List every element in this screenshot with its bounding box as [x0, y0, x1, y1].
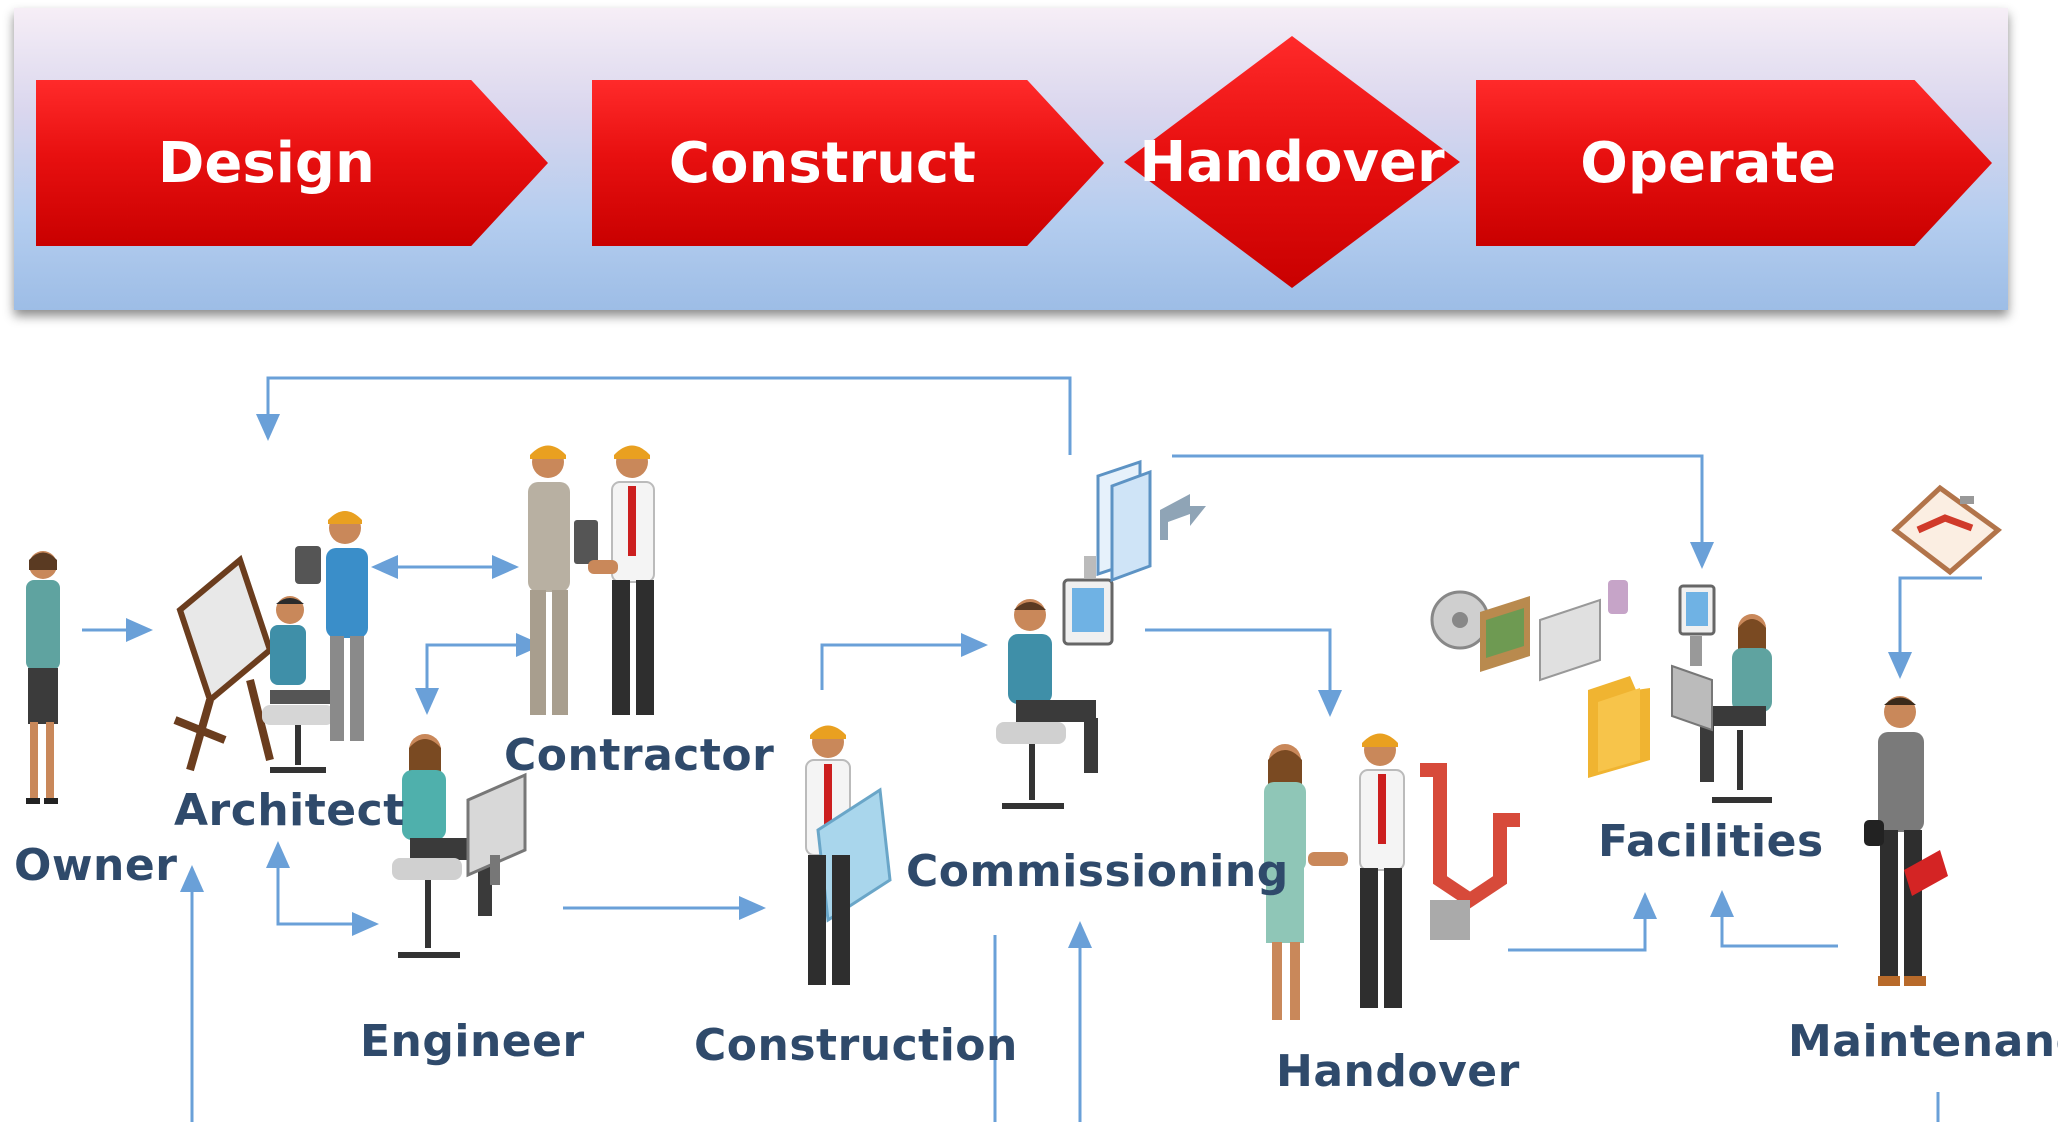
role-contractor-label: Contractor: [504, 730, 775, 781]
facilities-assets-icon: [1430, 580, 1650, 778]
flow-arrows: [82, 376, 1982, 1122]
stage-operate-label: Operate: [1580, 130, 1837, 196]
role-construction-label: Construction: [694, 1020, 1018, 1071]
construction-plan-icon: [805, 725, 892, 985]
commissioning-computer-icon: [996, 556, 1114, 809]
documents-icon: [1096, 459, 1206, 583]
contractor-handshake-icon: [528, 445, 655, 715]
stage-design-label: Design: [157, 130, 375, 196]
stage-construct-label: Construct: [668, 130, 976, 196]
stage-operate: Operate: [1476, 80, 1992, 246]
role-commissioning-label: Commissioning: [906, 846, 1289, 897]
role-owner-label: Owner: [14, 840, 178, 891]
architect-drafting-icon: [173, 511, 368, 773]
role-engineer-label: Engineer: [360, 1016, 585, 1067]
handover-handshake-icon: [1264, 733, 1520, 1020]
stage-design: Design: [36, 80, 548, 246]
role-facilities-label: Facilities: [1598, 816, 1824, 867]
owner-person-icon: [26, 551, 60, 804]
work-order-clipboard-icon: [1891, 484, 2003, 576]
role-maintenance-label: Maintenanc: [1788, 1016, 2058, 1067]
role-architect-label: Architect: [174, 785, 405, 836]
role-handover-label: Handover: [1276, 1046, 1520, 1097]
engineer-computer-icon: [392, 734, 527, 958]
stage-construct: Construct: [592, 80, 1104, 246]
stage-handover-label: Handover: [1139, 129, 1445, 195]
facilities-computer-icon: [1671, 584, 1772, 803]
stage-handover: Handover: [1124, 36, 1460, 288]
maintenance-worker-icon: [1864, 696, 1948, 986]
